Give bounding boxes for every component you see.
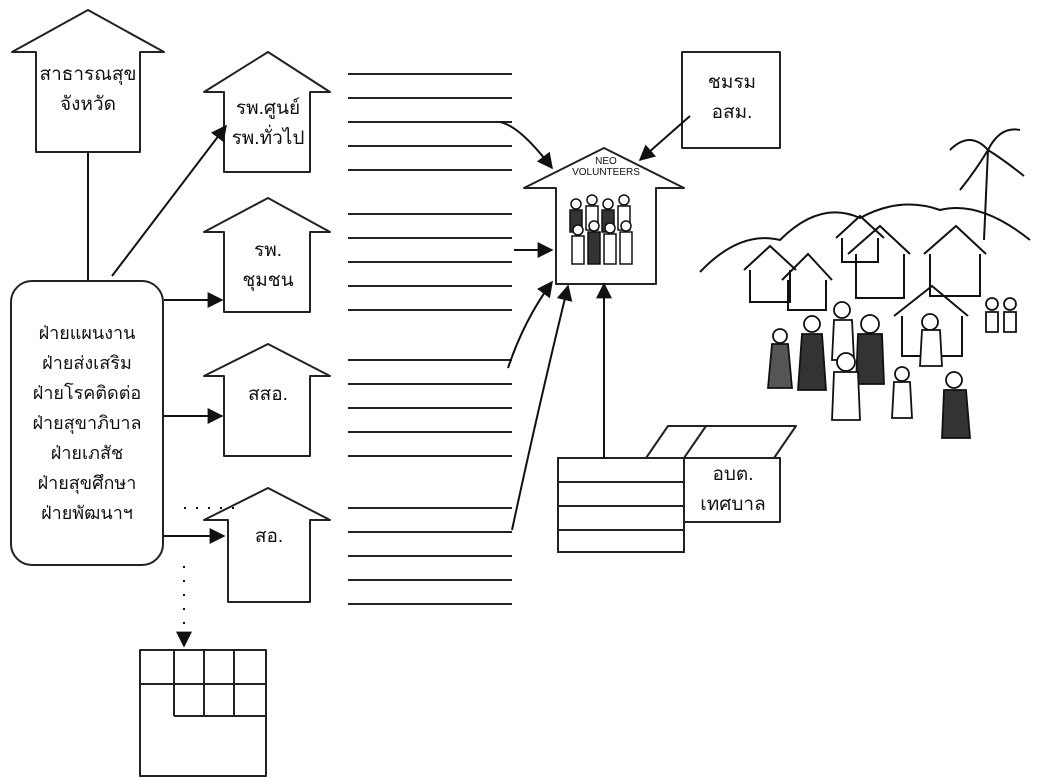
club-box bbox=[681, 51, 781, 149]
district-office-label: สสอ. bbox=[226, 380, 310, 410]
regional-hospital-label: รพ.ศูนย์ รพ.ทั่วไป bbox=[226, 94, 310, 154]
community-hospital-label: รพ. ชุมชน bbox=[226, 236, 310, 296]
regional-hospital-shape bbox=[203, 51, 331, 173]
neo-house-line1: NEO bbox=[595, 156, 617, 167]
club-line1: ชมรม bbox=[707, 72, 757, 93]
connectors bbox=[87, 115, 691, 648]
local-admin-box-top bbox=[645, 425, 797, 459]
department-item: ฝ่ายเภสัช bbox=[50, 443, 124, 463]
department-item: ฝ่ายพัฒนาฯ bbox=[41, 503, 133, 523]
district-office-line1: สสอ. bbox=[248, 384, 288, 405]
provincial-office-shape bbox=[11, 9, 165, 153]
department-item: ฝ่ายส่งเสริม bbox=[42, 353, 132, 373]
village-illustration bbox=[699, 128, 1031, 357]
department-item: ฝ่ายโรคติดต่อ bbox=[32, 383, 142, 403]
neo-house-line2: VOLUNTEERS bbox=[572, 167, 640, 178]
club-line2: อสม. bbox=[711, 102, 753, 123]
district-office-shape bbox=[203, 343, 331, 457]
club-label: ชมรม อสม. bbox=[684, 68, 780, 128]
local-admin-line2: เทศบาล bbox=[700, 494, 766, 515]
local-admin-line1: อบต. bbox=[712, 464, 754, 485]
neo-house-label: NEO VOLUNTEERS bbox=[560, 156, 652, 178]
health-station-label: สอ. bbox=[228, 522, 310, 552]
departments-box: ฝ่ายแผนงาน ฝ่ายส่งเสริม ฝ่ายโรคติดต่อ ฝ่… bbox=[10, 280, 164, 566]
department-item: ฝ่ายสุขาภิบาล bbox=[32, 413, 142, 433]
community-hospital-line2: ชุมชน bbox=[242, 270, 294, 291]
volunteers-group-illustration bbox=[569, 194, 633, 265]
neo-house-shape bbox=[523, 147, 685, 285]
community-hospital-shape bbox=[203, 197, 331, 313]
regional-hospital-line2: รพ.ทั่วไป bbox=[231, 128, 305, 149]
regional-hospital-line1: รพ.ศูนย์ bbox=[235, 98, 301, 119]
health-station-line1: สอ. bbox=[254, 526, 284, 547]
community-hospital-line1: รพ. bbox=[253, 240, 282, 261]
department-item: ฝ่ายสุขศึกษา bbox=[37, 473, 137, 493]
department-item: ฝ่ายแผนงาน bbox=[38, 323, 136, 343]
provincial-office-line1: สาธารณสุข bbox=[39, 64, 137, 85]
provincial-office-label: สาธารณสุข จังหวัด bbox=[38, 60, 138, 120]
list-lines bbox=[348, 73, 512, 605]
provincial-office-line2: จังหวัด bbox=[60, 94, 116, 115]
health-station-shape bbox=[203, 487, 331, 603]
local-admin-label: อบต. เทศบาล bbox=[686, 460, 780, 520]
villagers-illustration bbox=[767, 297, 1017, 439]
records-stack bbox=[557, 457, 685, 553]
